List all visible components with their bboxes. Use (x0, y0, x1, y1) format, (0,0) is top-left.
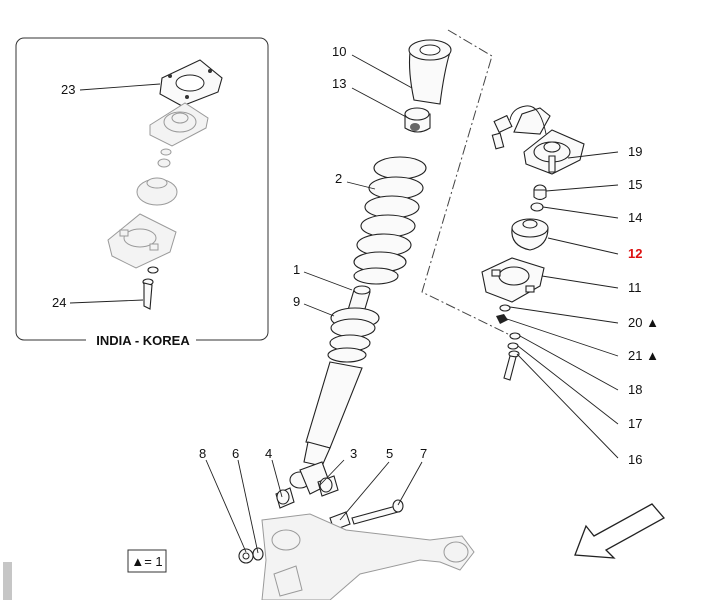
inset-spring-seat (107, 213, 177, 269)
lower-control-arm-ghost (261, 513, 475, 600)
direction-arrow-icon (574, 503, 666, 559)
callout-13: 13 (332, 76, 346, 91)
callout-23: 23 (61, 82, 75, 97)
callout-6: 6 (232, 446, 239, 461)
bushing-4 (275, 487, 295, 509)
inset-bolt (142, 278, 154, 310)
callout-20: 20 ▲ (628, 315, 659, 330)
top-mount-with-sensor (491, 105, 585, 175)
assembly-boundary-dashed (421, 29, 513, 337)
washer-18 (509, 332, 521, 340)
shock-absorber (289, 285, 380, 495)
callout-15: 15 (628, 177, 642, 192)
callout-7: 7 (420, 446, 427, 461)
callout-21: 21 ▲ (628, 348, 659, 363)
washer-14 (530, 202, 544, 212)
inset-caption: INDIA - KOREA (96, 333, 190, 348)
leader-lines (205, 54, 619, 554)
callout-4: 4 (265, 446, 272, 461)
spring-seat-11 (481, 257, 545, 303)
bushing-3 (317, 475, 339, 497)
legend-text: ▲= 1 (131, 554, 162, 569)
callout-10: 10 (332, 44, 346, 59)
callout-5: 5 (386, 446, 393, 461)
legend-box: ▲= 1 (127, 549, 167, 573)
inset-bump-stop (136, 177, 178, 206)
callout-14: 14 (628, 210, 642, 225)
callout-8: 8 (199, 446, 206, 461)
inset-gasket-plate (159, 59, 223, 107)
callout-16: 16 (628, 452, 642, 467)
callout-17: 17 (628, 416, 642, 431)
dust-boot (408, 39, 452, 105)
washer-17 (507, 342, 519, 350)
callout-3: 3 (350, 446, 357, 461)
coil-spring (353, 156, 427, 285)
bolt-7 (351, 499, 404, 525)
inset-top-mount (149, 102, 209, 147)
nut-21 (496, 314, 508, 324)
callout-19: 19 (628, 144, 642, 159)
callout-9: 9 (293, 294, 300, 309)
callout-11: 11 (628, 280, 642, 295)
nut-15 (533, 184, 547, 201)
bump-stop (404, 107, 431, 133)
washer-20 (499, 304, 511, 312)
callout-18: 18 (628, 382, 642, 397)
bolt-16 (503, 350, 520, 381)
inset-panel: INDIA - KOREA (15, 37, 269, 348)
inset-nut (157, 148, 172, 168)
callout-24: 24 (52, 295, 66, 310)
callout-12: 12 (628, 246, 642, 261)
edge-marker (3, 562, 12, 600)
bump-stop-12 (511, 218, 549, 251)
callout-1: 1 (293, 262, 300, 277)
inset-washer (147, 266, 159, 274)
callout-2: 2 (335, 171, 342, 186)
washer-6 (252, 547, 264, 561)
